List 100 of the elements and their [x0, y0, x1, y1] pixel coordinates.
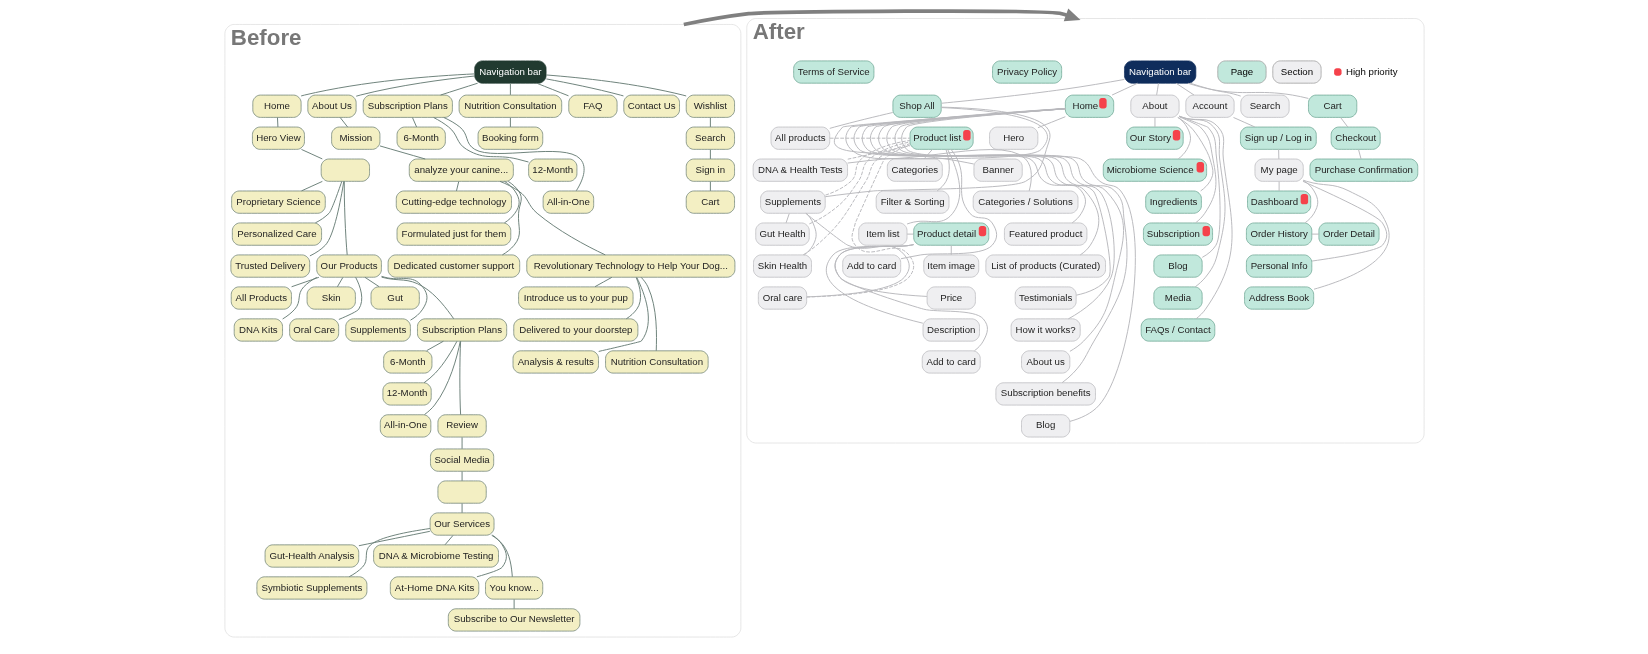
connector [950, 245, 952, 256]
node-box: Delivered to your doorstep [512, 318, 638, 342]
node-box: Wishlist [685, 94, 735, 118]
connector [869, 108, 1111, 296]
node-box: At-Home DNA Kits [389, 576, 479, 600]
node-box: All Products [230, 286, 292, 310]
connector [1302, 180, 1387, 262]
node-box: Supplements [344, 318, 411, 342]
node-box: Skin Health [752, 254, 812, 278]
node-box: Cart [685, 190, 735, 214]
connector [355, 75, 475, 97]
node-box: You know... [484, 576, 543, 600]
connector [290, 276, 319, 288]
arrow [682, 8, 1081, 27]
node-box: About us [1020, 350, 1070, 374]
connector [1178, 116, 1216, 224]
connector [357, 530, 430, 547]
node-box: Personal Info [1245, 254, 1312, 278]
node-box: Cart [1307, 94, 1357, 118]
connector [300, 148, 323, 160]
connector [1357, 149, 1362, 160]
node-box: How it works? [1010, 318, 1081, 342]
connector [923, 149, 933, 160]
node-box: Trusted Delivery [230, 254, 310, 278]
node-box: Sign in [685, 158, 735, 182]
node-box: Order History [1245, 222, 1312, 246]
node-box: Gut-Health Analysis [264, 544, 359, 568]
legend-label: Page [1230, 65, 1253, 77]
connector [825, 244, 923, 324]
node-box: My page [1254, 158, 1304, 182]
connector [640, 276, 657, 352]
node-box: Proprietary Science [230, 190, 326, 214]
node-box: About Us [306, 94, 356, 118]
node-box: Blog [1152, 254, 1203, 278]
node-box: Skin [306, 286, 356, 310]
connector [1189, 82, 1241, 97]
connector [594, 276, 612, 288]
connector [343, 180, 348, 256]
node-box: DNA Kits [233, 318, 283, 342]
connector [846, 145, 910, 160]
connector [1175, 82, 1194, 96]
connector [545, 74, 687, 97]
node-box: 12-Month [382, 382, 432, 406]
node-box: Account [1184, 94, 1234, 118]
connector [1302, 179, 1389, 290]
connector [804, 212, 910, 298]
connector [458, 340, 461, 416]
connector [1187, 82, 1309, 99]
connector [1178, 115, 1221, 258]
connector [276, 117, 278, 128]
node-box: Navigation bar [1123, 60, 1196, 84]
node-box: Social Media [429, 448, 494, 472]
node-box: Banner [973, 158, 1023, 182]
node-box: Shop All [892, 94, 942, 118]
connector [1177, 117, 1191, 160]
connector [503, 180, 520, 224]
node-box: Price [926, 286, 976, 310]
node-box: All-in-One [542, 190, 594, 214]
node-box: Supplements [759, 190, 826, 214]
connector [308, 180, 344, 257]
connector [509, 83, 511, 96]
legend-label: High priority [1345, 65, 1398, 77]
node-box: Gut Health [754, 222, 810, 246]
node-box: Gut [370, 286, 420, 310]
connector [281, 276, 317, 320]
node-box: Home [1064, 94, 1114, 118]
node-box: Blog [1020, 414, 1070, 438]
connector [1310, 233, 1319, 235]
node-box: Search [1239, 94, 1289, 118]
connector [475, 534, 507, 578]
connector [940, 78, 1125, 104]
connector [363, 276, 380, 288]
connector [337, 276, 362, 320]
node-box: List of products (Curated) [984, 254, 1106, 278]
node-box: analyze your canine... [408, 158, 514, 182]
connector [314, 180, 342, 224]
node-box: Item image [922, 254, 979, 278]
connector [709, 181, 711, 192]
connector [597, 276, 649, 352]
node-box: Item list [857, 222, 907, 246]
node-box: Dedicated customer support [387, 254, 520, 278]
node-box: Nutrition Consultation [458, 94, 562, 118]
connector [1178, 115, 1225, 288]
legend-label: Section [1280, 65, 1313, 77]
connector [1277, 149, 1279, 160]
connector [411, 117, 417, 128]
node-box: Add to card [841, 254, 901, 278]
connector [501, 180, 522, 256]
connector [545, 78, 624, 97]
connector [380, 276, 454, 320]
connector [828, 112, 893, 129]
node-box: Nutrition Consultation [604, 350, 708, 374]
connector [461, 503, 463, 514]
node-box: Home [251, 94, 301, 118]
connector [439, 82, 478, 96]
node-box: Our Services [429, 512, 494, 536]
node-box: Subscription benefits [995, 382, 1096, 406]
node-box: Sign up / Log in [1239, 126, 1317, 150]
connector [1155, 83, 1159, 96]
node-box: Oral Care [288, 318, 339, 342]
